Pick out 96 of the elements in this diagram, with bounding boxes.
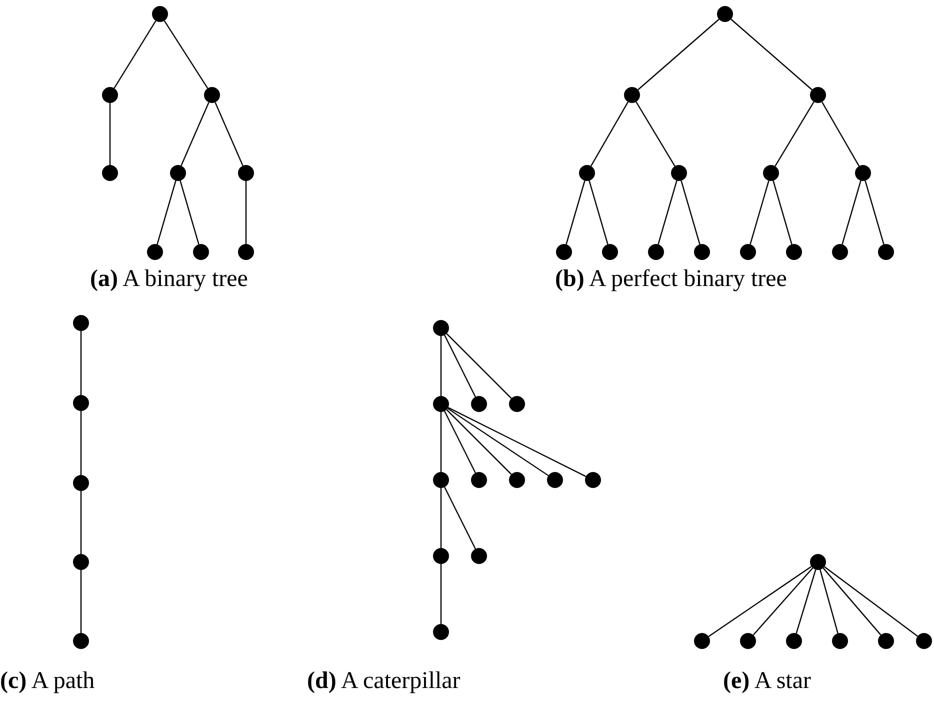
vertex-dot — [433, 320, 449, 336]
tree-edge — [109, 103, 111, 165]
vertex-dot — [433, 472, 449, 488]
vertex-dot — [433, 548, 449, 564]
vertex-dot — [238, 165, 254, 181]
tree-edge — [444, 486, 476, 550]
tree-edge — [820, 570, 838, 634]
tree-edge — [80, 570, 82, 633]
vertex-dot — [763, 165, 779, 181]
tree-edge — [774, 102, 814, 166]
vertex-dot — [648, 244, 664, 260]
vertex-dot — [73, 554, 89, 570]
vertex-dot — [152, 6, 168, 22]
subfigure-caption: (e) A star — [723, 668, 811, 695]
vertex-dot — [916, 633, 932, 649]
vertex-dot — [740, 244, 756, 260]
vertex-dot — [509, 396, 525, 412]
vertex-dot — [832, 633, 848, 649]
tree-edge — [680, 180, 700, 244]
tree-edge — [590, 102, 629, 166]
tree-edge — [156, 180, 176, 244]
tree-edge — [446, 333, 512, 399]
tree-edge — [80, 411, 82, 475]
vertex-dot — [547, 472, 563, 488]
tree-edge — [114, 20, 156, 88]
vertex-dot — [878, 633, 894, 649]
tree-edge — [440, 488, 442, 548]
subfigure-caption: (d) A caterpillar — [307, 668, 460, 695]
tree-edge — [730, 18, 812, 90]
tree-edge — [440, 336, 442, 396]
tree-edge — [842, 180, 862, 244]
vertex-dot — [147, 244, 163, 260]
tree-edge — [772, 180, 792, 244]
vertex-dot — [579, 165, 595, 181]
tree-edge — [796, 569, 816, 634]
vertex-dot — [694, 633, 710, 649]
subfigure-caption: (c) A path — [0, 668, 95, 695]
tree-edge — [448, 407, 586, 477]
tree-edge — [566, 180, 586, 244]
vertex-dot — [509, 472, 525, 488]
vertex-dot — [832, 244, 848, 260]
tree-edge — [446, 409, 512, 475]
tree-edge — [447, 408, 549, 476]
vertex-dot — [73, 315, 89, 331]
vertex-dot — [433, 396, 449, 412]
vertex-dot — [73, 633, 89, 649]
vertex-dot — [102, 87, 118, 103]
vertex-dot — [585, 472, 601, 488]
vertex-dot — [671, 165, 687, 181]
subfigure-caption: (a) A binary tree — [90, 266, 248, 293]
vertex-dot — [102, 165, 118, 181]
tree-edge — [824, 566, 918, 637]
tree-edge — [708, 566, 812, 637]
tree-edge — [440, 412, 442, 472]
tree-edge — [864, 180, 884, 244]
vertex-dot — [602, 244, 618, 260]
tree-edge — [658, 180, 678, 244]
tree-edge — [750, 180, 770, 244]
vertex-dot — [556, 244, 572, 260]
tree-edge — [80, 331, 82, 395]
subfigure-caption: (b) A perfect binary tree — [555, 266, 787, 293]
vertex-dot — [193, 244, 209, 260]
vertex-dot — [810, 554, 826, 570]
tree-edge — [821, 102, 860, 166]
vertex-dot — [810, 87, 826, 103]
vertex-dot — [73, 395, 89, 411]
vertex-dot — [786, 633, 802, 649]
vertex-dot — [204, 87, 220, 103]
vertex-dot — [170, 165, 186, 181]
tree-edge — [444, 410, 476, 474]
tree-edge — [638, 18, 720, 90]
vertex-dot — [878, 244, 894, 260]
vertex-dot — [471, 548, 487, 564]
tree-edge — [214, 102, 244, 166]
tree-edge — [440, 564, 442, 624]
vertex-dot — [694, 244, 710, 260]
tree-edge — [822, 568, 882, 636]
vertex-dot — [717, 6, 733, 22]
tree-edge — [180, 180, 200, 244]
vertex-dot — [855, 165, 871, 181]
tree-edge — [180, 102, 210, 166]
tree-edge — [588, 180, 608, 244]
vertex-dot — [433, 624, 449, 640]
vertex-dot — [471, 472, 487, 488]
tree-edge — [444, 334, 476, 398]
vertex-dot — [238, 244, 254, 260]
vertex-dot — [73, 475, 89, 491]
vertex-dot — [471, 396, 487, 412]
vertex-dot — [786, 244, 802, 260]
tree-edge — [245, 181, 247, 244]
tree-edge — [80, 491, 82, 554]
vertex-dot — [740, 633, 756, 649]
tree-edge — [636, 102, 676, 166]
vertex-dot — [624, 87, 640, 103]
tree-edge — [164, 20, 208, 89]
tree-edge — [752, 568, 814, 636]
